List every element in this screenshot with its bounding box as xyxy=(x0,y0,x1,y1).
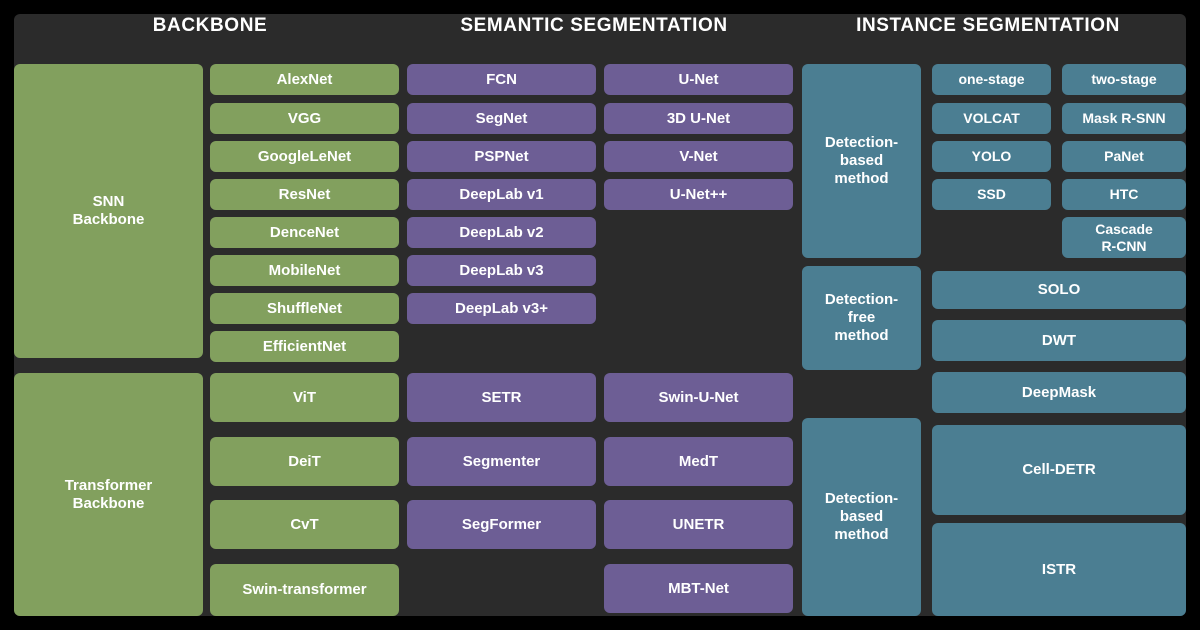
node-box[interactable]: Detection- based method xyxy=(802,418,921,616)
node-box[interactable]: DeepLab v2 xyxy=(407,217,596,248)
node-box[interactable]: SSD xyxy=(932,179,1051,210)
node-box[interactable]: ShuffleNet xyxy=(210,293,399,324)
node-box[interactable]: DeepLab v1 xyxy=(407,179,596,210)
node-box[interactable]: FCN xyxy=(407,64,596,95)
node-box[interactable]: U-Net++ xyxy=(604,179,793,210)
node-box[interactable]: VGG xyxy=(210,103,399,134)
node-box[interactable]: MedT xyxy=(604,437,793,486)
node-box[interactable]: DeepLab v3+ xyxy=(407,293,596,324)
node-box[interactable]: SNN Backbone xyxy=(14,64,203,358)
node-box[interactable]: ViT xyxy=(210,373,399,422)
node-box[interactable]: Transformer Backbone xyxy=(14,373,203,616)
column-header-1: BACKBONE xyxy=(152,15,268,36)
node-box[interactable]: DeiT xyxy=(210,437,399,486)
node-box[interactable]: Detection- free method xyxy=(802,266,921,370)
node-box[interactable]: DeepLab v3 xyxy=(407,255,596,286)
node-box[interactable]: U-Net xyxy=(604,64,793,95)
node-box[interactable]: SOLO xyxy=(932,271,1186,309)
node-box[interactable]: Swin-transformer xyxy=(210,564,399,616)
node-box[interactable]: PaNet xyxy=(1062,141,1186,172)
node-box[interactable]: SETR xyxy=(407,373,596,422)
node-box[interactable]: EfficientNet xyxy=(210,331,399,362)
node-box[interactable]: Swin-U-Net xyxy=(604,373,793,422)
node-box[interactable]: GoogleLeNet xyxy=(210,141,399,172)
node-box[interactable]: UNETR xyxy=(604,500,793,549)
node-box[interactable]: DeepMask xyxy=(932,372,1186,413)
node-box[interactable]: DWT xyxy=(932,320,1186,361)
node-box[interactable]: two-stage xyxy=(1062,64,1186,95)
node-box[interactable]: Detection- based method xyxy=(802,64,921,258)
node-box[interactable]: ISTR xyxy=(932,523,1186,616)
node-box[interactable]: YOLO xyxy=(932,141,1051,172)
node-box[interactable]: 3D U-Net xyxy=(604,103,793,134)
node-box[interactable]: Segmenter xyxy=(407,437,596,486)
node-box[interactable]: SegFormer xyxy=(407,500,596,549)
column-header-2: SEMANTIC SEGMENTATION xyxy=(460,15,728,36)
node-box[interactable]: ResNet xyxy=(210,179,399,210)
node-box[interactable]: CvT xyxy=(210,500,399,549)
node-box[interactable]: Cascade R-CNN xyxy=(1062,217,1186,258)
node-box[interactable]: AlexNet xyxy=(210,64,399,95)
node-box[interactable]: MBT-Net xyxy=(604,564,793,613)
node-box[interactable]: PSPNet xyxy=(407,141,596,172)
node-box[interactable]: Cell-DETR xyxy=(932,425,1186,515)
node-box[interactable]: one-stage xyxy=(932,64,1051,95)
node-box[interactable]: V-Net xyxy=(604,141,793,172)
node-box[interactable]: SegNet xyxy=(407,103,596,134)
node-box[interactable]: VOLCAT xyxy=(932,103,1051,134)
column-header-3: INSTANCE SEGMENTATION xyxy=(856,15,1120,36)
node-box[interactable]: DenceNet xyxy=(210,217,399,248)
node-box[interactable]: Mask R-SNN xyxy=(1062,103,1186,134)
node-box[interactable]: HTC xyxy=(1062,179,1186,210)
node-box[interactable]: MobileNet xyxy=(210,255,399,286)
